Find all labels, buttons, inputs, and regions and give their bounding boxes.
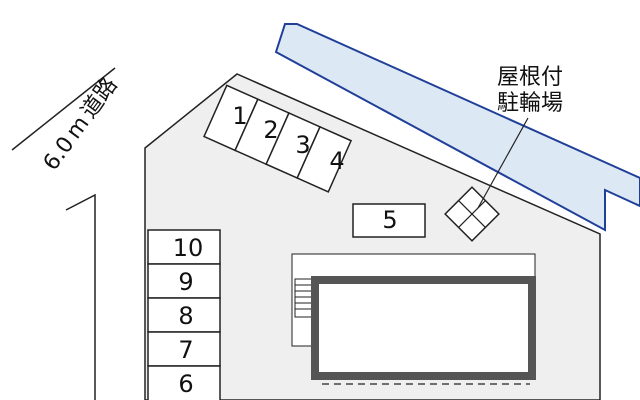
parking-number-7: 7 (178, 336, 193, 364)
parking-space-4 (296, 125, 353, 193)
stairs (294, 278, 314, 318)
parking-number-9: 9 (178, 268, 193, 296)
parking-number-3: 3 (295, 131, 310, 159)
road-edge-vertical (65, 193, 96, 400)
bike-shelter-label-2: 駐輪場 (497, 91, 563, 116)
parking-number-2: 2 (263, 116, 278, 144)
building (311, 276, 536, 380)
parking-number-8: 8 (178, 302, 193, 330)
parking-space-8 (147, 297, 221, 333)
parking-number-10: 10 (173, 234, 204, 262)
bike-shelter (444, 186, 500, 242)
parking-column-left (147, 229, 221, 400)
road-name: 道路 (77, 73, 123, 123)
bike-shelter-leader (477, 117, 529, 209)
road-label: 6.0m道路 (39, 73, 123, 175)
parking-space-7 (147, 331, 221, 367)
parking-row-diagonal (203, 84, 353, 193)
svg-text:6.0m道路: 6.0m道路 (39, 73, 123, 175)
parking-number-1: 1 (232, 102, 247, 130)
parking-space-6 (147, 365, 221, 400)
bike-shelter-label-1: 屋根付 (497, 65, 563, 90)
waterway (274, 23, 640, 232)
parking-space-5 (352, 203, 426, 238)
road-edge-diagonal (11, 67, 116, 151)
parking-number-4: 4 (329, 147, 344, 175)
parking-number-6: 6 (178, 370, 193, 398)
parking-space-10 (147, 229, 221, 265)
parking-number-5: 5 (382, 206, 397, 234)
